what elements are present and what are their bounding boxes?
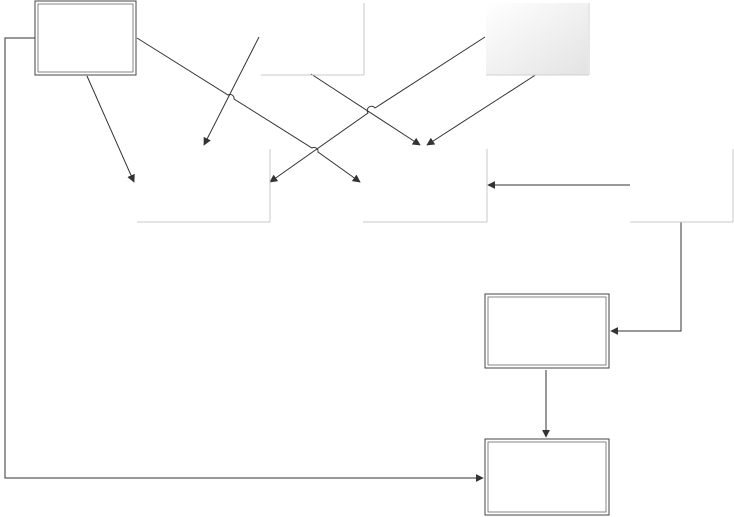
edge-n3-n4	[269, 36, 486, 183]
node-box-5[interactable]	[363, 149, 488, 223]
node-box-4[interactable]	[137, 149, 271, 223]
node-box-1[interactable]	[34, 0, 137, 76]
edge-group	[4, 36, 682, 482]
edge-n1-n8	[4, 37, 484, 482]
node-group	[34, 0, 734, 516]
edge-n2-n5	[310, 73, 421, 146]
edge-n3-n5	[426, 73, 538, 146]
node-box-7[interactable]	[484, 293, 610, 369]
edge-n2-n4	[203, 36, 260, 146]
node-box-2[interactable]	[261, 3, 365, 76]
edge-n1-n5	[136, 37, 361, 183]
node-box-6[interactable]	[630, 149, 734, 223]
edge-n6-n7	[610, 222, 682, 335]
edge-n1-n4	[86, 75, 135, 183]
node-box-8[interactable]	[484, 438, 610, 516]
node-box-3[interactable]	[486, 3, 590, 76]
